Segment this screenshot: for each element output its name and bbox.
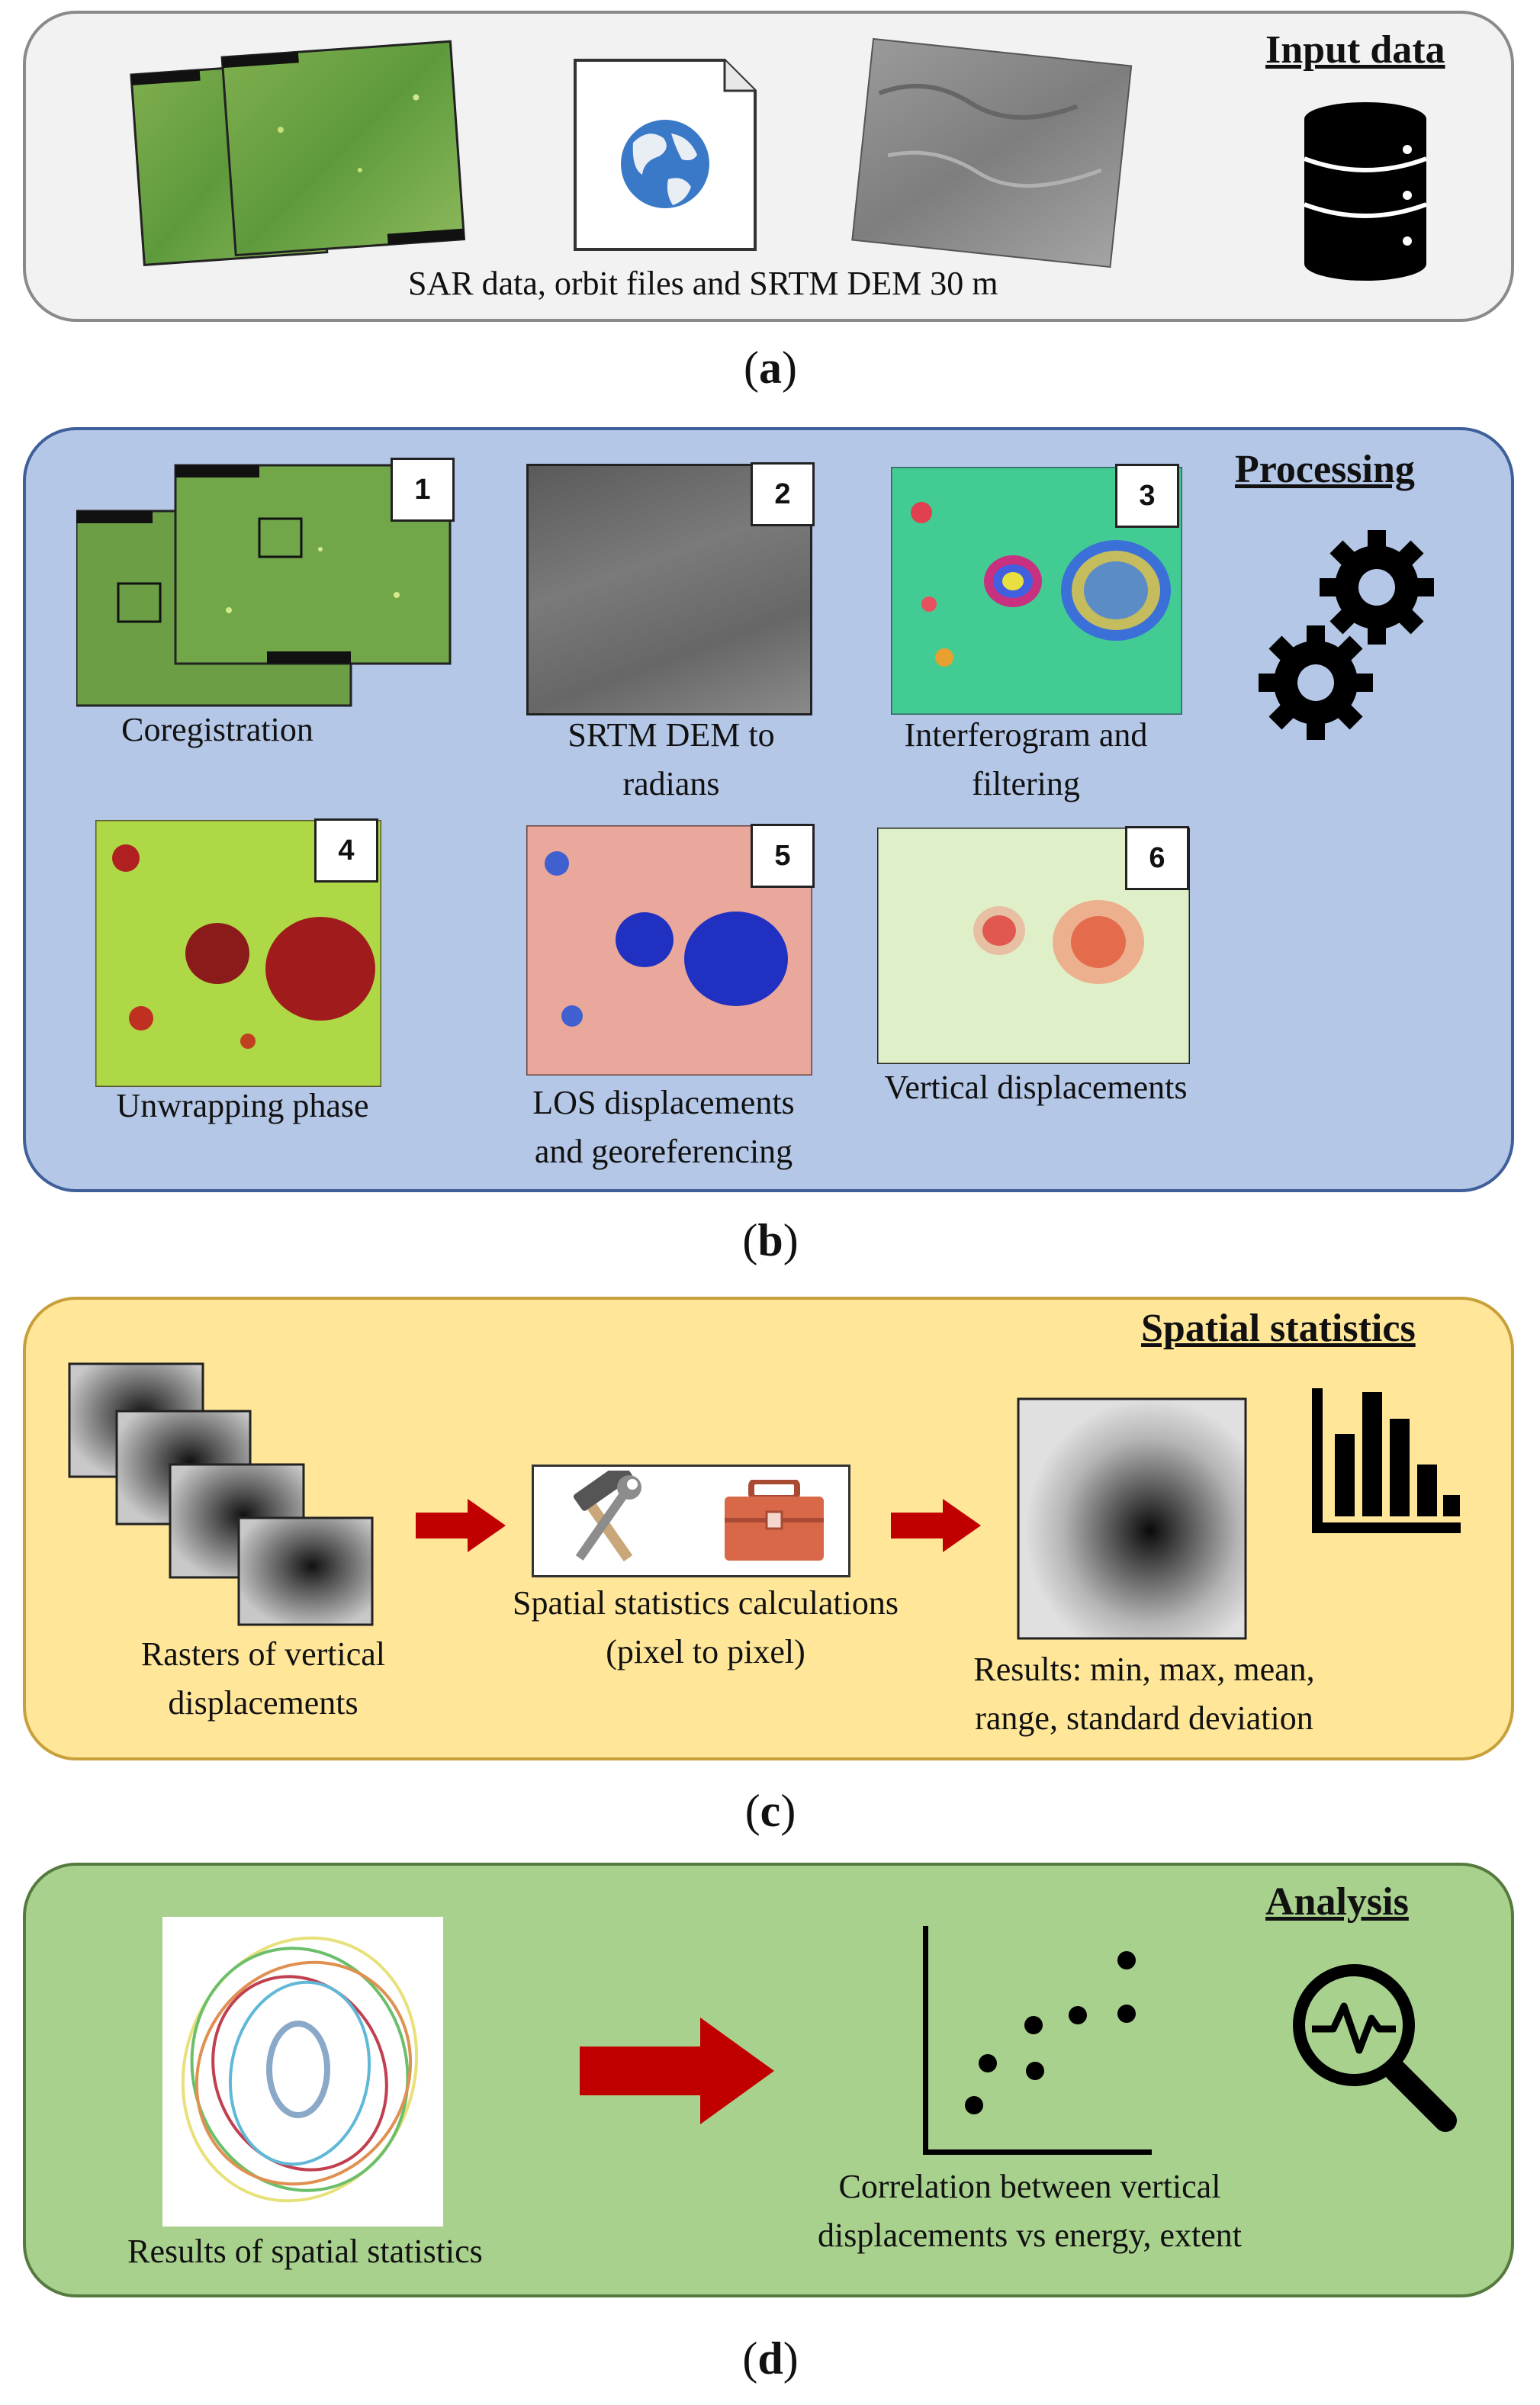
step-2-number: 2 (751, 462, 815, 526)
arrow-icon (891, 1499, 981, 1552)
step-3-number: 3 (1115, 464, 1179, 528)
panel-d-title: Analysis (1265, 1880, 1409, 1924)
scatter-plot-icon (923, 1926, 1152, 2155)
step-1-number: 1 (391, 458, 455, 522)
big-arrow-icon (580, 2018, 774, 2124)
panel-a-letter: (a) (744, 342, 797, 393)
toolbox-icon (725, 1480, 824, 1561)
step-4-label: Unwrapping phase (116, 1087, 369, 1124)
step-6-number: 6 (1125, 826, 1189, 890)
step-6-label: Vertical displacements (884, 1069, 1188, 1106)
dem-hillshade (851, 37, 1133, 268)
step-3-interferogram-image (891, 467, 1182, 715)
panel-c-letter: (c) (744, 1786, 796, 1836)
gears-icon (1259, 530, 1434, 740)
hammer-wrench-icon (573, 1471, 641, 1562)
results-label: Results: min, max, mean,range, standard … (973, 1651, 1315, 1737)
step-1-label: Coregistration (121, 711, 313, 748)
left-label: Results of spatial statistics (127, 2233, 483, 2270)
panel-b-letter: (b) (742, 1215, 799, 1265)
panel-a-caption: SAR data, orbit files and SRTM DEM 30 m (408, 265, 998, 302)
magnifier-pulse-icon (1293, 1964, 1457, 2132)
step-6-vertical-image (877, 828, 1190, 1064)
panel-c-title: Spatial statistics (1141, 1307, 1416, 1350)
step-4-number: 4 (314, 818, 378, 883)
globe-document-icon (574, 59, 757, 251)
results-raster-image (1017, 1397, 1247, 1640)
sar-image-stack (130, 40, 466, 266)
bar-chart-icon (1312, 1388, 1461, 1533)
step-1-coregistration-image (76, 464, 452, 707)
calc-label: Spatial statistics calculations(pixel to… (513, 1584, 899, 1670)
panel-d-letter: (d) (742, 2333, 799, 2384)
panel-b-title: Processing (1235, 448, 1415, 491)
panel-a-title: Input data (1265, 28, 1445, 72)
database-icon (1303, 102, 1428, 281)
step-5-number: 5 (751, 824, 815, 888)
ellipses-plot (162, 1917, 443, 2227)
rasters-stack (68, 1362, 374, 1626)
arrow-icon (416, 1499, 506, 1552)
